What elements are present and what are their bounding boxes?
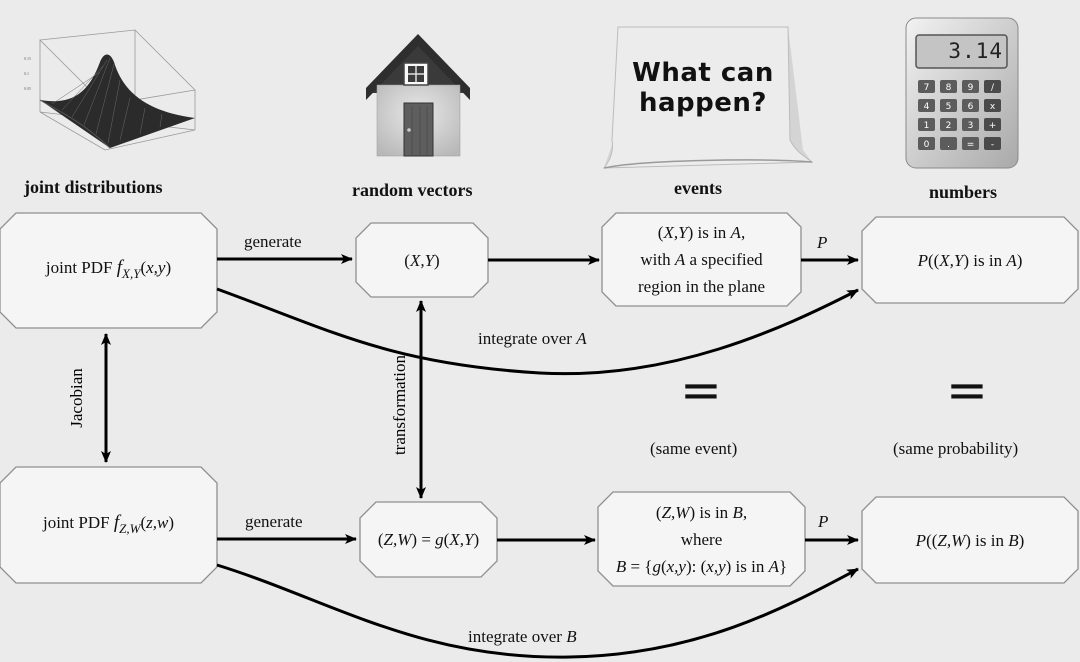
pdf-xy-text: joint PDF fX,Y(x,y) [45, 257, 172, 281]
box-event-b [597, 491, 806, 587]
calculator-key-label: / [991, 83, 995, 93]
calculator-key [918, 80, 935, 93]
calculator-key-label: = [967, 140, 975, 150]
generate-bottom-label: generate [245, 512, 303, 531]
svg-text:0.15: 0.15 [24, 56, 31, 61]
arrow-integrate-a [216, 287, 859, 376]
event-b-text: (Z,W) is in B, where B = {g(x,y): (x,y) … [615, 502, 788, 576]
calculator-icon: 7 8 9 / 4 5 6 x 1 2 3 +0. = - [905, 17, 1019, 169]
calculator-display: 3.14 [948, 39, 1003, 63]
integrate-a-label: integrate over A [478, 329, 587, 348]
heading-joint-distributions: joint distributions [24, 177, 163, 197]
calculator-key [940, 118, 957, 131]
note-card-line-2: happen? [638, 88, 767, 118]
calculator-key-label: 8 [946, 83, 952, 93]
same-event-caption: (same event) [650, 439, 738, 458]
calculator-key [940, 137, 957, 150]
box-vector-zw [359, 501, 498, 578]
calculator-key-label: 9 [968, 83, 974, 93]
calculator-key [940, 99, 957, 112]
calculator-key-label: 6 [968, 102, 974, 112]
note-card-text: What can happen? [618, 58, 788, 118]
svg-text:0.1: 0.1 [24, 71, 29, 76]
surface-plot-icon: 0.15 0.1 0.05 [24, 29, 196, 151]
prob-a-text: P((X,Y) is in A) [917, 250, 1023, 270]
vector-xy-text: (X,Y) [404, 250, 440, 270]
box-joint-pdf-xy [0, 212, 218, 329]
calculator-key [918, 118, 935, 131]
calculator-key-label: 5 [946, 102, 952, 112]
calculator-key [984, 99, 1001, 112]
box-joint-pdf-zw [0, 466, 218, 584]
heading-random-vectors: random vectors [352, 180, 473, 200]
house-icon [366, 34, 470, 157]
same-probability-caption: (same probability) [893, 439, 1019, 458]
calculator-key [918, 137, 935, 150]
calculator-key-label: - [991, 140, 994, 150]
svg-text:0.05: 0.05 [24, 86, 31, 91]
heading-events: events [674, 178, 722, 198]
arrow-integrate-b [216, 563, 859, 659]
box-event-a [601, 212, 802, 307]
generate-top-label: generate [244, 232, 302, 251]
box-prob-b [861, 496, 1079, 584]
prob-b-text: P((Z,W) is in B) [915, 530, 1025, 550]
calculator-key [918, 99, 935, 112]
p-top-label: P [817, 233, 828, 252]
calculator-key-label: 4 [924, 102, 930, 112]
calculator-key-label: + [989, 121, 997, 131]
calculator-key-label: 3 [968, 121, 974, 131]
calculator-key-label: 7 [924, 83, 930, 93]
calculator-key [962, 137, 979, 150]
equals-events: = [680, 361, 722, 419]
jacobian-label: Jacobian [67, 368, 86, 428]
transformation-label: transformation [390, 354, 409, 455]
event-a-text: (X,Y) is in A, with A a specified region… [638, 223, 765, 296]
p-bottom-label: P [818, 512, 829, 531]
calculator-key [984, 118, 1001, 131]
equals-numbers: = [946, 361, 988, 419]
calculator-key [962, 118, 979, 131]
calculator-key-label: 1 [924, 121, 930, 131]
calculator-key-label: . [947, 140, 950, 150]
integrate-b-label: integrate over B [468, 627, 577, 646]
box-vector-xy [355, 222, 489, 298]
calculator-key-label: 2 [946, 121, 952, 131]
calculator-key [940, 80, 957, 93]
calculator-key-label: 0 [924, 140, 930, 150]
calculator-key [962, 80, 979, 93]
pdf-zw-text: joint PDF fZ,W(z,w) [42, 511, 174, 536]
box-prob-a [861, 216, 1079, 304]
heading-numbers: numbers [929, 182, 998, 202]
calculator-key [962, 99, 979, 112]
calculator-key [984, 80, 1001, 93]
calculator-key-label: x [990, 102, 996, 112]
note-card-line-1: What can [632, 58, 774, 88]
calculator-key [984, 137, 1001, 150]
vector-zw-text: (Z,W) = g(X,Y) [377, 530, 480, 549]
note-card-icon [602, 26, 814, 169]
